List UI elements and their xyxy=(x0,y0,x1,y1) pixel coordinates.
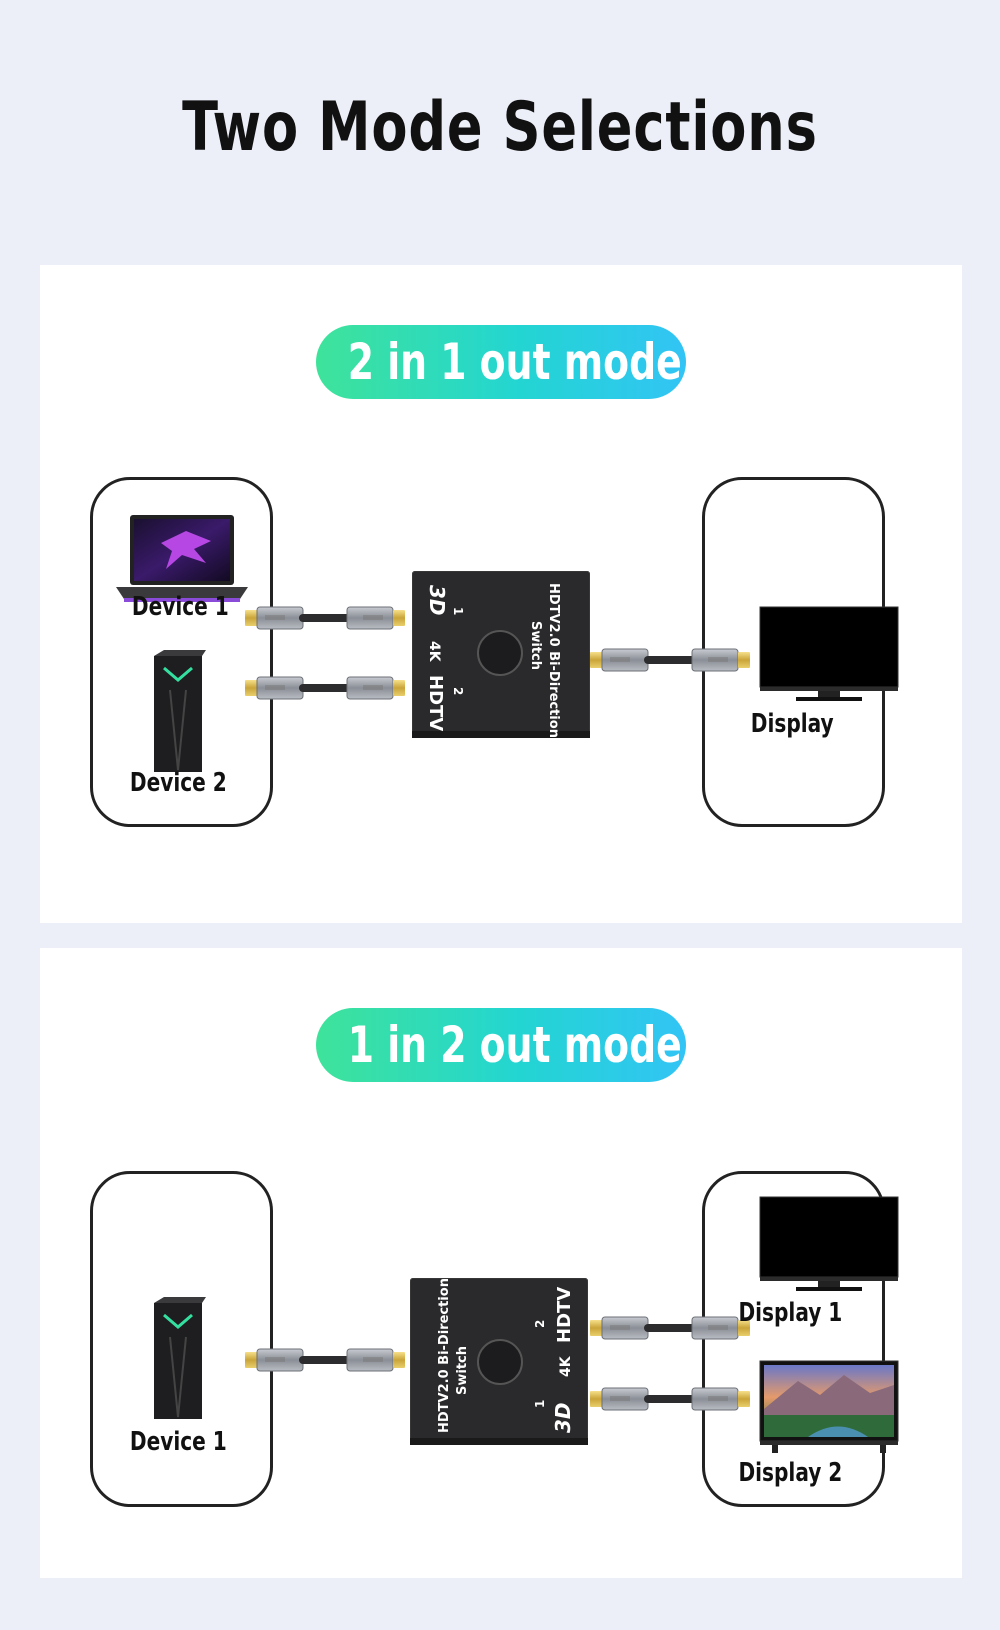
mode-panel-1in2out: 1 in 2 out mode Device 1 HDTV2.0 Bi-Dire… xyxy=(40,948,962,1578)
svg-text:HDTV2.0 Bi-Direction: HDTV2.0 Bi-Direction xyxy=(546,583,561,738)
switch-button-icon xyxy=(477,1339,523,1385)
output-display-label: Display 1 xyxy=(738,1298,842,1328)
input-device-label: Device 2 xyxy=(129,768,227,798)
svg-text:HDTV: HDTV xyxy=(425,675,446,731)
input-device-label: Device 1 xyxy=(131,592,229,622)
svg-text:4K: 4K xyxy=(426,641,442,663)
mode-badge: 1 in 2 out mode xyxy=(316,1008,686,1082)
svg-text:Switch: Switch xyxy=(528,621,543,670)
output-display-label: Display xyxy=(750,709,834,739)
svg-text:2: 2 xyxy=(533,1320,547,1328)
svg-text:HDTV: HDTV xyxy=(554,1287,575,1343)
svg-text:1: 1 xyxy=(451,607,465,615)
input-devices-group xyxy=(90,1171,273,1507)
tv-icon xyxy=(759,606,899,701)
svg-text:3D: 3D xyxy=(551,1402,575,1433)
output-display-label: Display 2 xyxy=(738,1458,842,1488)
svg-text:2: 2 xyxy=(451,687,465,695)
tv-icon xyxy=(759,1196,899,1291)
hdmi-switch: HDTV2.0 Bi-Direction Switch 3D 4K HDTV 1… xyxy=(409,1277,589,1446)
tv-icon xyxy=(759,1360,899,1453)
mode-badge: 2 in 1 out mode xyxy=(316,325,686,399)
svg-text:Switch: Switch xyxy=(455,1346,470,1395)
switch-button-icon xyxy=(477,630,523,676)
pc-tower-icon xyxy=(154,650,206,772)
hdmi-cable-icon xyxy=(590,645,750,675)
hdmi-cable-icon xyxy=(245,673,405,703)
page-title: Two Mode Selections xyxy=(182,88,818,167)
input-devices-group xyxy=(90,477,273,827)
hdmi-switch: HDTV2.0 Bi-Direction Switch 3D 4K HDTV 1… xyxy=(411,570,591,739)
svg-text:HDTV2.0 Bi-Direction: HDTV2.0 Bi-Direction xyxy=(437,1278,452,1433)
laptop-icon xyxy=(116,515,248,602)
svg-text:3D: 3D xyxy=(425,585,449,616)
hdmi-cable-icon xyxy=(245,603,405,633)
mode-panel-2in1out: 2 in 1 out mode Device 1 Device 2 HDTV2.… xyxy=(40,265,962,923)
pc-tower-icon xyxy=(154,1297,206,1419)
hdmi-cable-icon xyxy=(245,1345,405,1375)
svg-text:4K: 4K xyxy=(558,1355,574,1377)
hdmi-cable-icon xyxy=(590,1384,750,1414)
input-device-label: Device 1 xyxy=(129,1427,227,1457)
svg-text:1: 1 xyxy=(533,1400,547,1408)
